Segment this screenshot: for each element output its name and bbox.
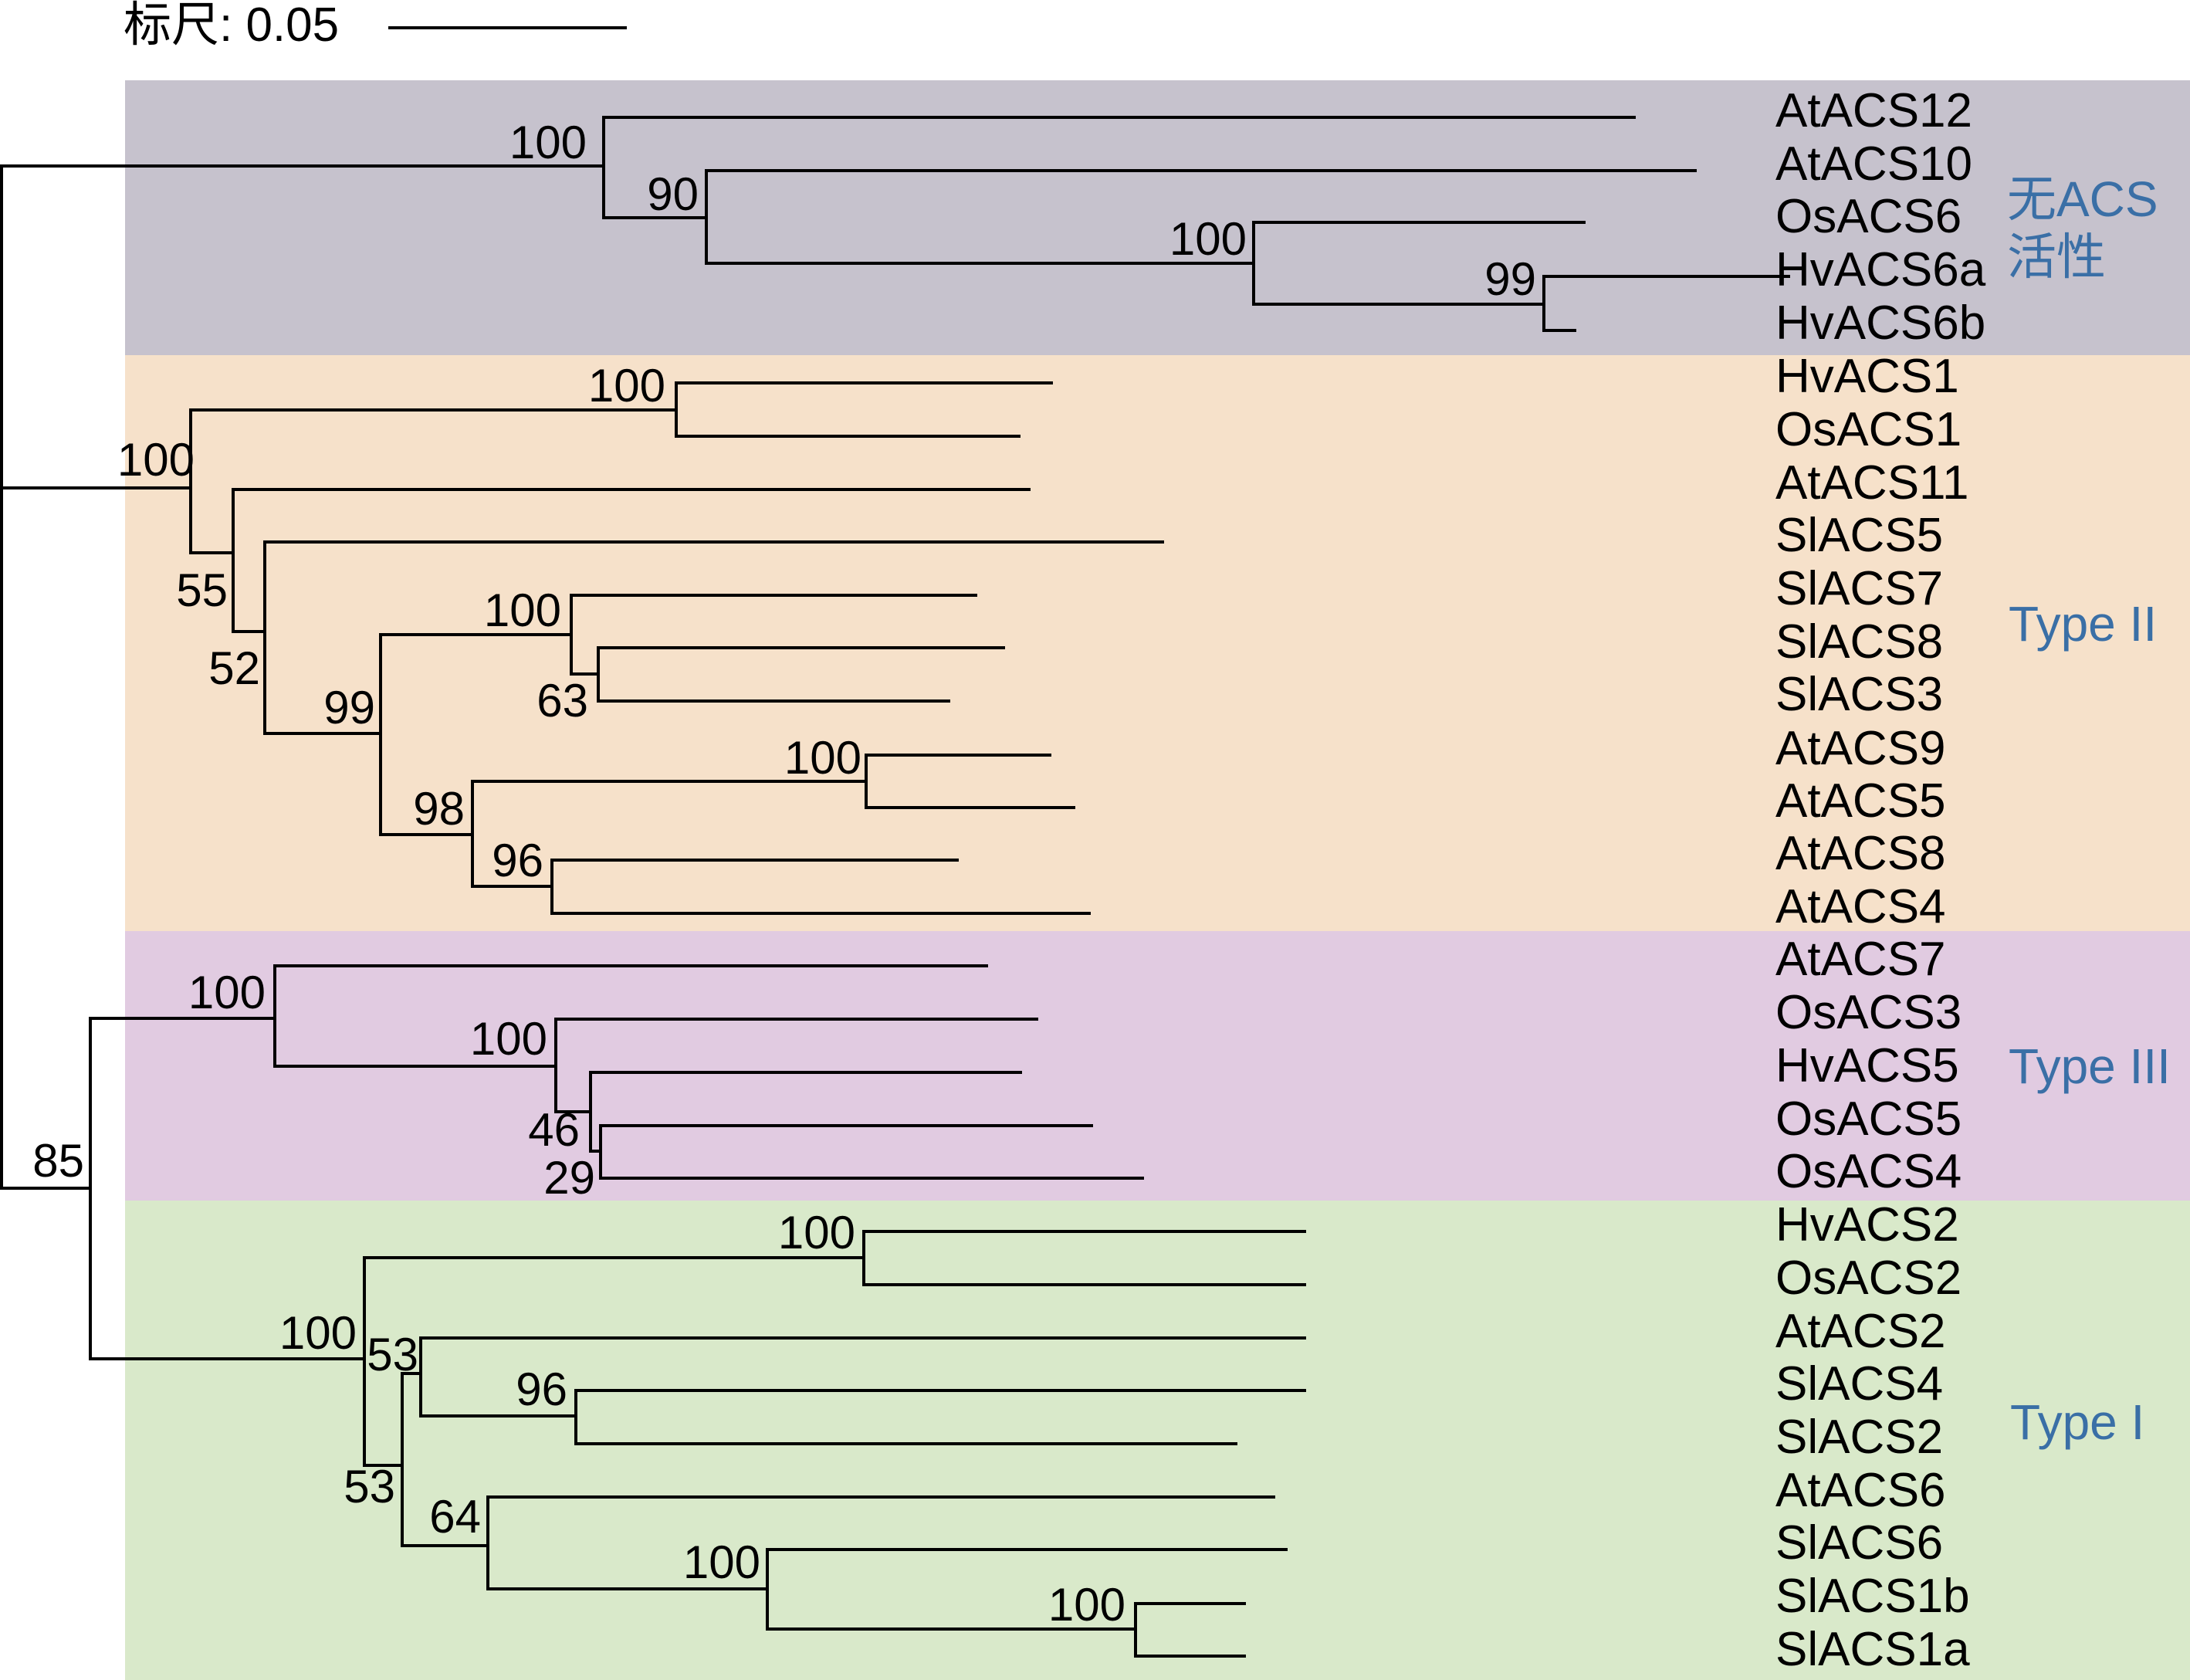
bootstrap-value: 100 — [117, 434, 195, 486]
leaf-labels: AtACS12 AtACS10 OsACS6 HvACS6a HvACS6b H… — [1775, 84, 1986, 1676]
bootstrap-value: 100 — [470, 1013, 547, 1065]
scale-label: 标尺: 0.05 — [124, 0, 339, 52]
group-label-type-2: Type II — [2009, 596, 2157, 652]
leaf-label: AtACS11 — [1775, 456, 1968, 510]
bootstrap-value: 55 — [176, 564, 228, 616]
group-labels: 无ACS 活性 Type II Type III Type I — [2007, 171, 2171, 1450]
leaf-label: HvACS5 — [1775, 1039, 1959, 1092]
leaf-label: SlACS4 — [1775, 1357, 1943, 1411]
leaf-label: OsACS6 — [1775, 190, 1962, 243]
bootstrap-value: 64 — [429, 1491, 481, 1543]
leaf-label: AtACS7 — [1775, 933, 1946, 986]
leaf-label: HvACS6b — [1775, 296, 1985, 350]
leaf-label: AtACS8 — [1775, 827, 1946, 880]
bootstrap-value: 85 — [32, 1135, 84, 1187]
bootstrap-value: 46 — [528, 1104, 580, 1156]
leaf-label: SlACS1b — [1775, 1570, 1970, 1623]
leaf-label: AtACS6 — [1775, 1464, 1946, 1517]
leaf-label: AtACS12 — [1775, 84, 1972, 137]
group-bands — [125, 80, 2190, 1680]
bootstrap-value: 63 — [536, 675, 588, 727]
leaf-label: AtACS9 — [1775, 722, 1946, 775]
bootstrap-value: 99 — [323, 682, 375, 733]
leaf-label: SlACS5 — [1775, 509, 1943, 562]
bootstrap-value: 100 — [279, 1307, 357, 1359]
bootstrap-value: 96 — [492, 835, 543, 886]
bootstrap-values: 100 90 100 99 100 100 55 52 99 100 63 98… — [32, 117, 1536, 1631]
leaf-label: AtACS10 — [1775, 137, 1972, 191]
bootstrap-value: 100 — [588, 360, 665, 412]
group-label-type-3: Type III — [2009, 1038, 2171, 1094]
bootstrap-value: 100 — [784, 732, 861, 784]
bootstrap-value: 100 — [484, 584, 561, 636]
leaf-label: OsACS4 — [1775, 1145, 1962, 1198]
leaf-label: SlACS3 — [1775, 668, 1943, 721]
leaf-label: AtACS5 — [1775, 774, 1946, 828]
bootstrap-value: 53 — [344, 1461, 395, 1512]
leaf-label: HvACS6a — [1775, 243, 1986, 296]
leaf-label: OsACS2 — [1775, 1252, 1962, 1305]
group-label-no-activity-line1: 无ACS — [2007, 171, 2158, 227]
leaf-label: SlACS1a — [1775, 1623, 1970, 1676]
leaf-label: SlACS7 — [1775, 562, 1943, 615]
group-band-type-1 — [125, 1201, 2190, 1680]
bootstrap-value: 100 — [1048, 1579, 1125, 1631]
leaf-label: OsACS5 — [1775, 1092, 1962, 1146]
scale-bar: 标尺: 0.05 — [124, 0, 627, 52]
bootstrap-value: 100 — [1169, 213, 1247, 265]
leaf-label: HvACS2 — [1775, 1198, 1959, 1252]
bootstrap-value: 52 — [208, 642, 260, 694]
leaf-label: HvACS1 — [1775, 350, 1959, 403]
tree-branches — [0, 116, 1790, 1658]
bootstrap-value: 29 — [543, 1152, 595, 1204]
bootstrap-value: 98 — [413, 783, 465, 835]
leaf-label: SlACS6 — [1775, 1516, 1943, 1570]
group-band-no-activity — [125, 80, 2190, 355]
leaf-label: OsACS3 — [1775, 986, 1962, 1039]
bootstrap-value: 100 — [683, 1536, 760, 1588]
bootstrap-value: 90 — [647, 168, 699, 220]
bootstrap-value: 100 — [509, 117, 587, 168]
bootstrap-value: 96 — [516, 1363, 567, 1415]
group-label-no-activity-line2: 活性 — [2007, 229, 2106, 285]
bootstrap-value: 100 — [188, 967, 266, 1018]
leaf-label: OsACS1 — [1775, 403, 1962, 456]
bootstrap-value: 53 — [367, 1329, 418, 1380]
leaf-label: AtACS4 — [1775, 880, 1946, 933]
group-label-type-1: Type I — [2010, 1394, 2144, 1450]
leaf-label: AtACS2 — [1775, 1305, 1946, 1358]
bootstrap-value: 99 — [1484, 253, 1536, 305]
bootstrap-value: 100 — [778, 1207, 855, 1258]
leaf-label: SlACS8 — [1775, 615, 1943, 669]
leaf-label: SlACS2 — [1775, 1411, 1943, 1464]
